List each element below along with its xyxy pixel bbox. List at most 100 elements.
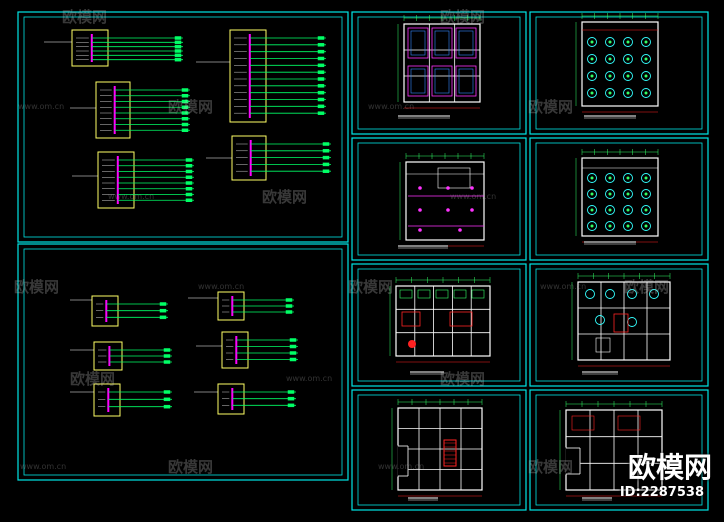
table-center [608,91,612,95]
circuit-tag [317,104,325,109]
dimension-lines [391,399,483,497]
table-center [590,40,594,44]
circuit-tag [287,396,295,401]
sheet-inner-frame [535,16,703,130]
table-symbol [623,54,633,64]
circuit-tag [317,43,325,47]
table-center [626,176,630,180]
table-symbol [641,189,651,199]
panel-box [97,151,135,209]
table-symbol [623,173,633,183]
table-symbol [605,221,615,231]
table-center [608,208,612,212]
table-center [608,224,612,228]
sheet-plan-3 [351,137,527,261]
watermark-url: www.om.cn [108,192,155,201]
circuit-tag [174,53,182,58]
sheet-frame [529,11,709,135]
distribution-panel [95,81,190,139]
downlight [446,186,450,190]
table-symbol [587,221,597,231]
circuit-tag [285,304,293,308]
watermark-brand: 欧模网 [14,278,60,296]
dimension-lines [389,277,491,363]
table-symbol [605,37,615,47]
table-symbol [623,221,633,231]
table-center [608,57,612,61]
plan-outline [581,157,659,237]
circuit-tag [285,298,293,302]
dimension-lines [399,153,485,247]
circuit-tag [317,111,325,115]
downlight [418,208,422,212]
sheet-frame [17,243,349,481]
sheet-plan-4 [529,137,709,261]
plan-outline [405,161,485,241]
plan-2-content [575,13,659,119]
watermark-brand: 欧模网 [70,370,116,388]
table-center [644,224,648,228]
distribution-panel [229,29,326,123]
circuit-tag [159,308,167,313]
table-center [590,91,594,95]
circuit-tag [163,390,171,394]
circuit-tag [185,175,193,179]
table-center [644,208,648,212]
watermark-brand: 欧模网 [624,278,670,296]
circuit-tag [317,56,325,61]
circuit-tag [287,403,295,408]
circuit-tag [174,44,182,49]
light-fixture [434,30,450,56]
plan-6-content [571,273,671,375]
table-center [626,91,630,95]
sheet-inner-frame [357,268,521,382]
table-center [590,192,594,196]
fixture [453,289,467,299]
table-center [626,224,630,228]
stair-core [595,337,611,353]
sheet-plan-8 [529,389,709,511]
light-fixture [410,68,426,94]
ceiling-panel [455,27,477,59]
panel-box [71,29,109,67]
distribution-panel [97,151,194,209]
table-center [590,176,594,180]
distribution-panel [93,383,172,417]
watermark-url: www.om.cn [18,102,65,111]
table-symbol [605,205,615,215]
dimension-lines [575,13,659,113]
circuit-tag [317,90,325,95]
circuit-tag [285,310,293,314]
circuit-tag [174,57,182,62]
light-fixture [410,30,426,56]
table-center [608,40,612,44]
circuit-tag [181,117,189,121]
table-symbol [641,88,651,98]
circuit-tag [322,155,330,160]
sheet-frame [17,11,349,243]
watermark-url: www.om.cn [20,462,67,471]
table-center [626,40,630,44]
circuit-tag [181,111,189,115]
sheet-system-diagram-a [17,11,349,243]
circuit-tag [181,122,189,127]
table-symbol [587,88,597,98]
table-symbol [641,173,651,183]
sheet-plan-1 [351,11,527,135]
circuit-tag [289,357,297,362]
plan-outline [395,285,491,357]
table-center [644,91,648,95]
table-symbol [641,221,651,231]
circuit-tag [159,315,167,320]
table-symbol [623,71,633,81]
sheet-inner-frame [357,142,521,256]
table-symbol [595,315,605,325]
dimension-lines [397,15,481,109]
circuit-tag [163,404,171,409]
table-center [644,40,648,44]
sheet-inner-frame [535,142,703,256]
panel-box [221,331,249,369]
fixture [435,289,449,299]
plan-grid [397,407,483,491]
